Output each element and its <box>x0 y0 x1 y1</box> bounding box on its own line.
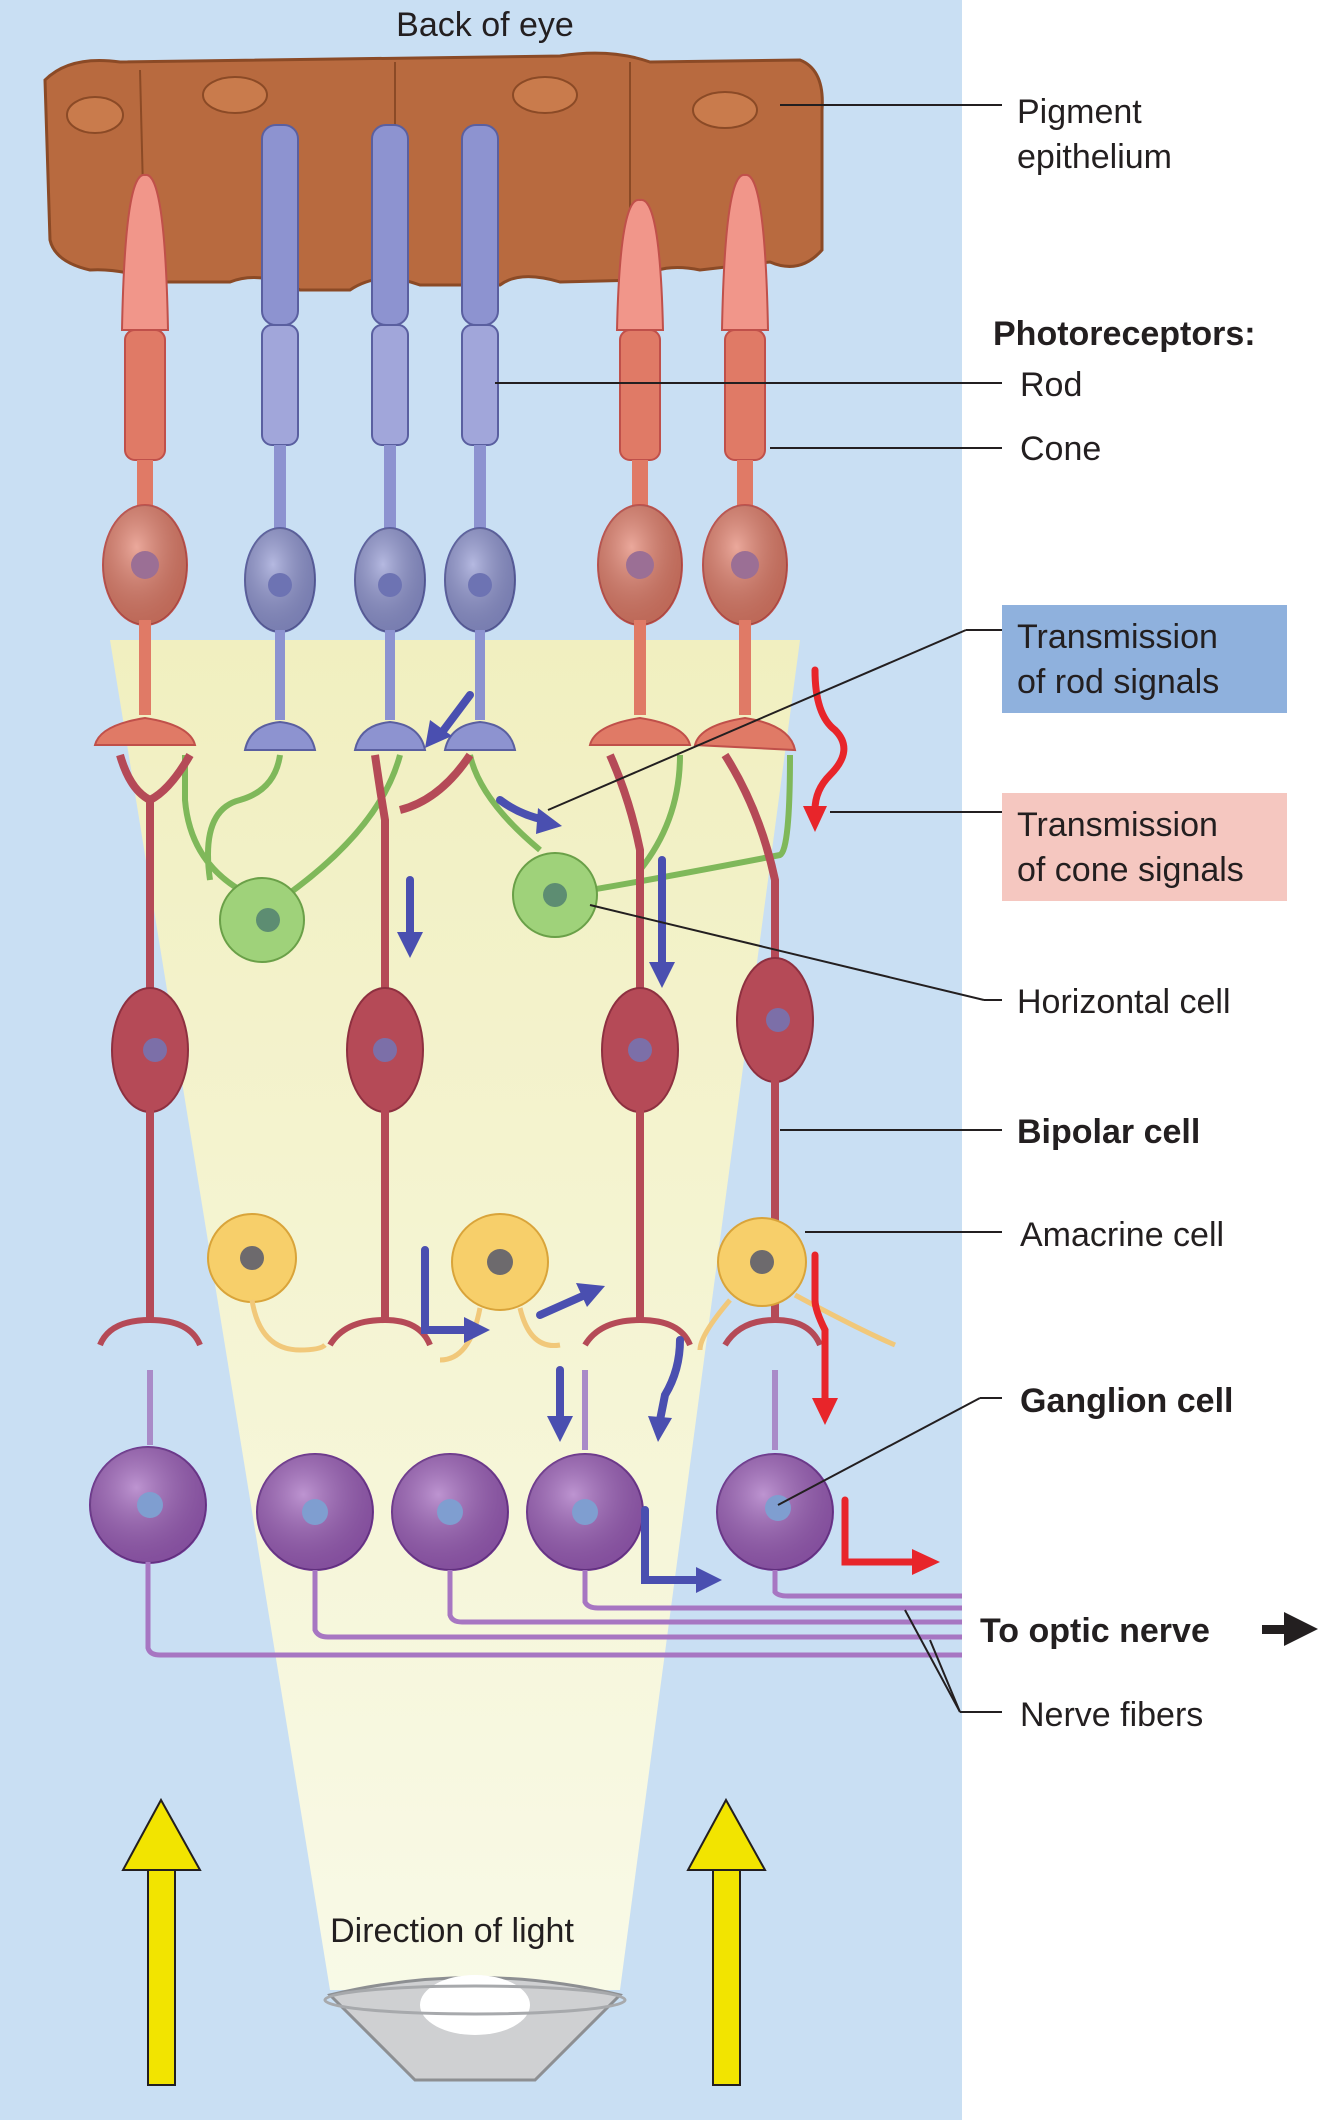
ganglion-cell <box>716 1370 834 1571</box>
cone-photoreceptor <box>693 173 797 752</box>
rod-signal-box <box>1002 605 1287 713</box>
ganglion-cell <box>526 1370 644 1571</box>
rod-signal-arrows <box>397 691 722 1593</box>
rod-label: Rod <box>1020 366 1082 404</box>
bipolar-cell <box>582 753 693 1347</box>
light-direction-arrow <box>686 1797 767 2086</box>
light-direction-arrow <box>121 1797 202 2086</box>
back-of-eye-label: Back of eye <box>396 6 574 44</box>
nerve-fibers-label: Nerve fibers <box>1020 1696 1203 1734</box>
bipolar-cell <box>327 752 474 1347</box>
bipolar-cell <box>721 752 823 1347</box>
ganglion-cell <box>391 1453 509 1571</box>
amacrine-cell <box>697 1217 896 1351</box>
rod-signal-label: Transmission <box>1017 618 1218 656</box>
cone-signal-box <box>1002 793 1287 901</box>
light-source-icon <box>323 1975 627 2082</box>
cone-signal-label: of cone signals <box>1017 851 1244 889</box>
rod-photoreceptor <box>243 124 317 751</box>
rod-photoreceptor <box>443 124 517 751</box>
amacrine-cell <box>439 1213 561 1363</box>
pigment-epithelium-label: Pigment <box>1017 93 1142 131</box>
horizontal-cell <box>467 754 793 938</box>
direction-of-light-label: Direction of light <box>330 1912 574 1950</box>
cone-signal-arrows <box>803 666 940 1575</box>
photoreceptors-label: Photoreceptors: <box>993 315 1256 353</box>
cone-photoreceptor <box>93 173 197 746</box>
cone-signal-label: Transmission <box>1017 806 1218 844</box>
optic-nerve-label: To optic nerve <box>980 1612 1210 1650</box>
bipolar-cell-label: Bipolar cell <box>1017 1113 1200 1151</box>
optic-nerve-arrow-icon <box>1262 1612 1318 1646</box>
ganglion-cell-label: Ganglion cell <box>1020 1382 1233 1420</box>
horizontal-cell <box>182 754 403 963</box>
nerve-fibers <box>145 1562 962 1658</box>
ganglion-cell <box>89 1370 207 1564</box>
amacrine-cell-label: Amacrine cell <box>1020 1216 1224 1254</box>
rod-signal-label: of rod signals <box>1017 663 1219 701</box>
leader-lines <box>495 104 1002 1713</box>
rod-photoreceptor <box>353 124 427 751</box>
ganglion-cell <box>256 1453 374 1571</box>
horizontal-cell-label: Horizontal cell <box>1017 983 1231 1021</box>
cone-photoreceptor <box>588 198 692 746</box>
pigment-epithelium-label: epithelium <box>1017 138 1172 176</box>
amacrine-cell <box>207 1213 327 1353</box>
bipolar-cell <box>97 753 203 1347</box>
cone-label: Cone <box>1020 430 1101 468</box>
